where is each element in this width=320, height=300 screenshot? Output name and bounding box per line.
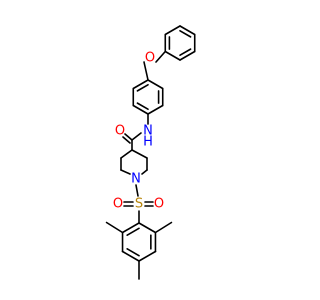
methyl-bond-left [105,221,124,234]
methyl-bond-right [154,221,173,234]
ether-bond [143,61,149,81]
middle-phenyl-ring-bond [147,79,164,90]
sulfonyl-oxygen-left-label: O [113,197,123,212]
ether-oxygen-label: O [145,51,155,66]
top-phenyl-ring-bond [164,50,181,61]
ether-bond [155,50,167,63]
bond-lines [105,25,196,280]
top-phenyl-ring-bond [164,25,181,36]
top-phenyl-ring-inner-double-bond [179,29,192,38]
sulfur-label: S [135,197,143,212]
piperidine-bond [141,169,148,175]
top-phenyl-ring-bond [179,25,196,36]
mesityl-ring-bond [138,250,157,262]
middle-phenyl-ring-bond [147,104,164,115]
amide-nitrogen-label: N [143,124,153,139]
mesityl-ring-bond [121,222,140,234]
piperidine-bond [131,149,148,159]
chemical-structure-diagram: O N H O N S O O [105,25,196,280]
middle-phenyl-ring-inner-double-bond [136,102,149,111]
middle-phenyl-ring-bond [132,79,149,90]
sulfonyl-oxygen-right-label: O [154,197,164,212]
carbonyl-double-bond [122,136,131,144]
middle-phenyl-ring-bond [132,104,149,115]
piperidine-nitrogen-label: N [131,172,141,187]
mesityl-ring-bond [138,222,157,234]
top-phenyl-ring-bond [179,50,196,61]
top-phenyl-ring-inner-double-bond [179,48,192,57]
middle-phenyl-ring-inner-double-bond [136,83,149,92]
carbonyl-oxygen-label: O [115,124,125,139]
carbonyl-bond [124,133,133,141]
atom-labels: O N H O N S O O [113,51,164,212]
amide-hydrogen-label: H [143,135,153,150]
piperidine-bond [120,169,131,175]
mesityl-ring-bond [121,250,140,262]
nitrogen-sulfur-bond [135,184,139,197]
piperidine-bond [120,149,133,159]
amide-bond [131,132,142,141]
mesityl-ring-inner-double-bond [126,248,140,257]
mesityl-ring-inner-double-bond [126,227,140,236]
